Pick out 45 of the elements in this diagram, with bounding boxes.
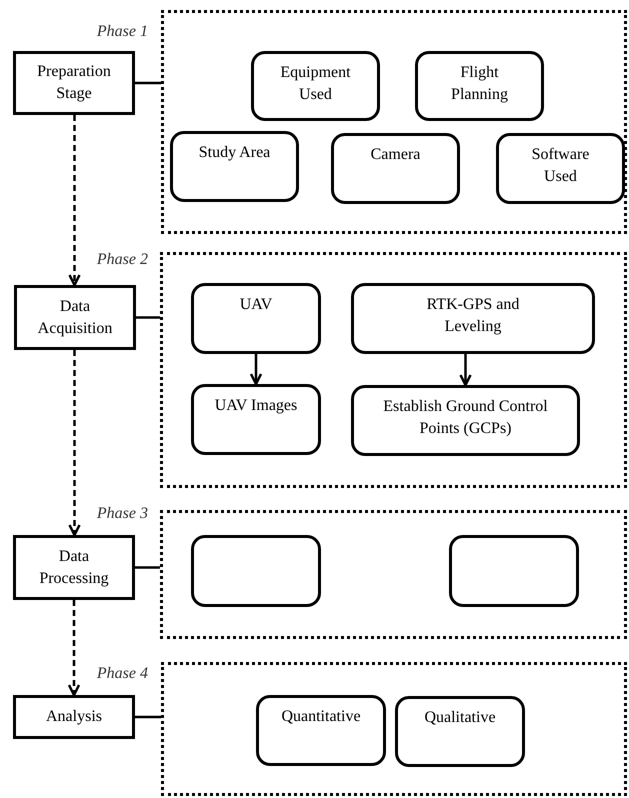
phase-panel <box>160 510 627 639</box>
phase-panel <box>161 662 627 796</box>
phase-label: Phase 2 <box>96 250 148 270</box>
node-text: UAV <box>238 295 274 315</box>
phase-label: Phase 4 <box>96 664 148 684</box>
node-text: Data Processing <box>38 546 110 588</box>
node-text: Data Acquisition <box>36 296 114 338</box>
item-box <box>191 535 321 607</box>
phase-panel <box>161 10 627 234</box>
node-text: Quantitative <box>280 707 362 727</box>
node-text: Camera <box>370 145 422 165</box>
item-box <box>251 51 380 121</box>
node-text: RTK-GPS and Leveling <box>426 295 520 337</box>
phase-panel <box>160 252 627 488</box>
stage-box <box>13 535 135 600</box>
connector-arrow <box>459 354 472 386</box>
node-text: Analysis <box>45 707 103 727</box>
item-box <box>256 695 386 766</box>
item-box <box>191 283 321 354</box>
node-text: Software Used <box>530 145 590 187</box>
item-box <box>331 133 460 204</box>
item-box <box>449 535 579 607</box>
node-text: Establish Ground Control Points (GCPs) <box>382 397 549 439</box>
item-box <box>496 133 625 204</box>
connector-arrow <box>68 600 80 696</box>
item-box <box>191 384 321 455</box>
node-text: UAV Images <box>214 396 298 416</box>
stage-box <box>13 695 135 739</box>
connector-arrow <box>68 350 81 536</box>
node-text: Qualitative <box>423 708 497 728</box>
node-text: Equipment Used <box>279 63 352 105</box>
connector-arrow <box>68 115 81 286</box>
phase-label: Phase 3 <box>96 504 148 524</box>
item-box <box>415 51 544 121</box>
item-box <box>395 696 525 767</box>
phase-label: Phase 1 <box>96 22 148 42</box>
node-text: Preparation Stage <box>36 62 112 104</box>
stage-box <box>13 51 135 115</box>
connector-arrow <box>250 354 262 386</box>
stage-box <box>14 285 136 350</box>
item-box <box>170 131 299 202</box>
item-box <box>351 283 595 354</box>
node-text: Flight Planning <box>450 63 509 105</box>
node-text: Study Area <box>198 143 272 163</box>
item-box <box>351 385 580 456</box>
